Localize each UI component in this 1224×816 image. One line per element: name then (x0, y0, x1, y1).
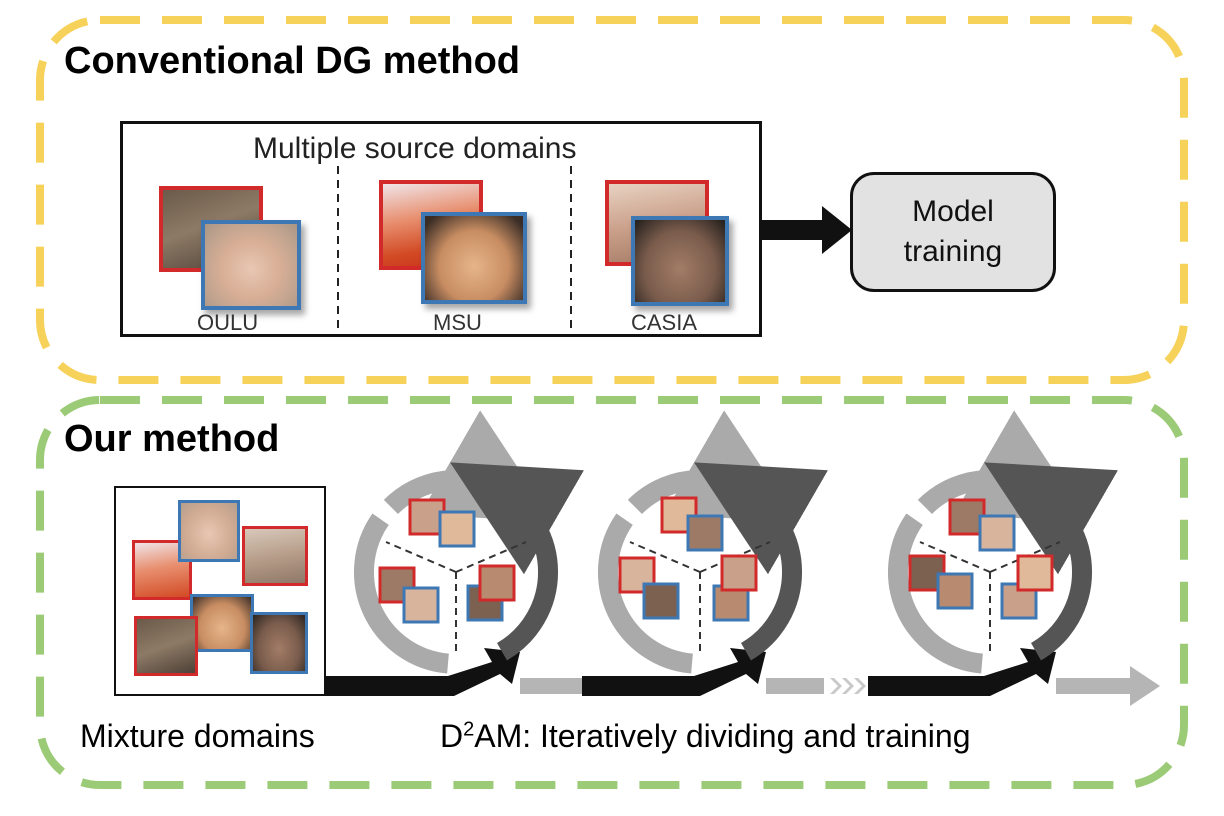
our-method-title: Our method (64, 418, 280, 460)
model-training-box: Model training (850, 172, 1056, 292)
source-domains-box: Multiple source domains OULU MSU CASIA (120, 121, 762, 337)
domain-label-casia: CASIA (631, 310, 698, 335)
progress-arrow-light-3 (1056, 666, 1160, 706)
d2am-caption-d: D (440, 718, 464, 754)
cycle-face-live (642, 582, 680, 620)
mix-face-live-1 (178, 500, 240, 562)
mix-face-live-3 (250, 612, 308, 674)
cycle-arc-light-top (383, 410, 554, 523)
conventional-title: Conventional DG method (64, 40, 520, 82)
cycle-divider-line (919, 541, 991, 573)
d2am-caption-rest: AM: Iteratively dividing and training (474, 718, 971, 754)
division-cycle (598, 410, 828, 674)
cycle-face-live (438, 510, 476, 548)
mixture-domains-box (114, 486, 326, 696)
cycle-face-spoof (478, 564, 516, 602)
cycle-face-spoof (720, 554, 758, 592)
model-training-label: Model training (903, 195, 1003, 268)
division-cycle (354, 410, 584, 674)
source-domains-title: Multiple source domains (253, 132, 577, 165)
cycle-arc-light (354, 513, 450, 674)
cycle-divider-line (629, 541, 701, 573)
cycle-face-live (936, 572, 974, 610)
face-casia-live (631, 216, 729, 306)
conventional-panel-border (36, 16, 1188, 384)
mix-face-spoof-3 (134, 616, 198, 676)
progress-arrow-light-2 (766, 678, 824, 694)
to-model-arrow (762, 206, 852, 254)
mix-face-spoof-2 (242, 526, 308, 586)
domain-dividers (337, 166, 572, 334)
division-cycle (888, 410, 1118, 674)
cycle-arc-light (888, 513, 984, 674)
d2am-caption-sup: 2 (463, 718, 475, 741)
domain-label-oulu: OULU (197, 310, 259, 335)
cycle-arc-light (598, 513, 694, 674)
progress-arrow-light-1 (520, 678, 582, 694)
domain-label-msu: MSU (433, 310, 482, 335)
cycle-face-spoof (378, 566, 416, 604)
cycle-face-live (686, 514, 724, 552)
progress-arrow-dark-2 (582, 648, 766, 696)
cycle-face-live (978, 514, 1016, 552)
face-msu-live (421, 212, 527, 304)
progress-arrow-dark-1 (326, 648, 520, 696)
mixture-domains-label: Mixture domains (80, 718, 315, 754)
face-oulu-live (201, 220, 301, 310)
progress-arrow-dark-3 (868, 648, 1056, 696)
cycle-arc-dark (694, 462, 828, 661)
cycle-face-live (402, 586, 440, 624)
cycle-divider-line (455, 541, 527, 573)
cycle-arc-dark (450, 462, 584, 661)
d2am-caption: D2AM: Iteratively dividing and training (440, 718, 970, 755)
cycle-arc-dark (984, 462, 1118, 661)
cycle-face-live (712, 584, 750, 622)
cycle-divider-line (385, 541, 457, 573)
cycle-face-spoof (1016, 554, 1054, 592)
our-method-panel-border (36, 396, 1188, 789)
continuation-chevrons (830, 678, 866, 694)
